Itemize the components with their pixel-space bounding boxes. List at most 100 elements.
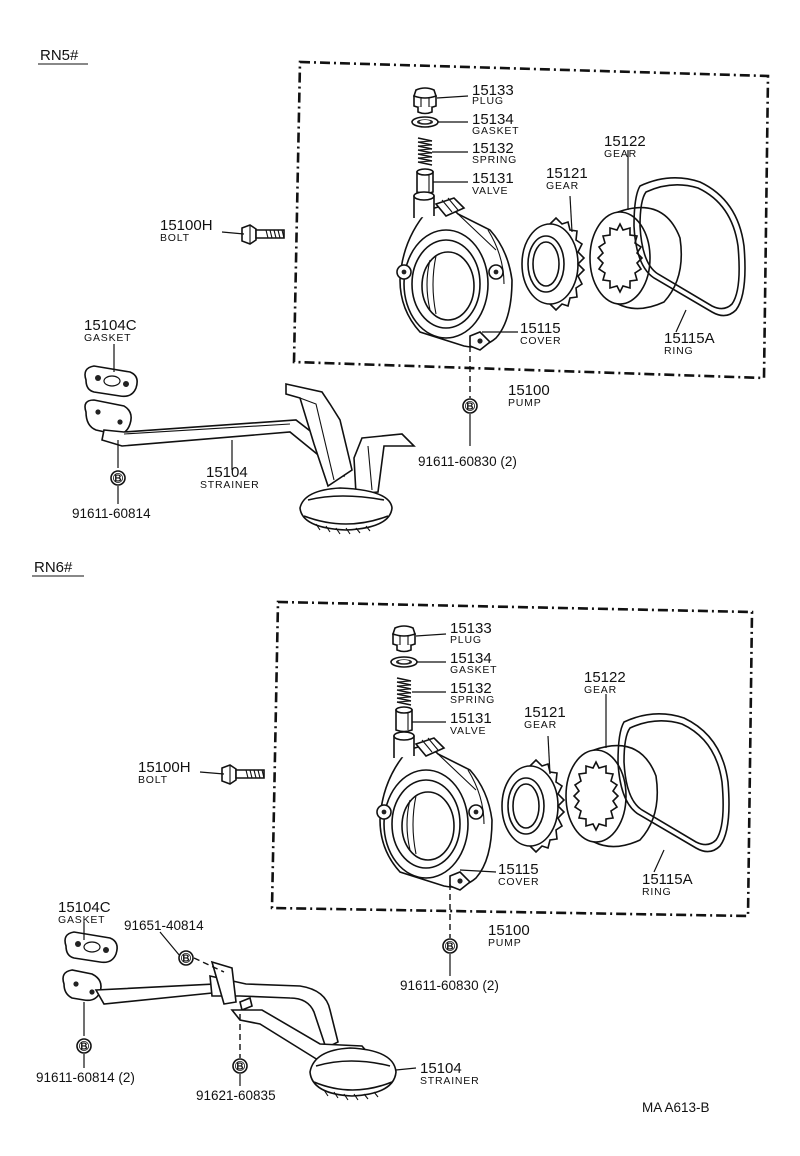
part-label-spring-rn5: 15132 SPRING bbox=[472, 140, 517, 166]
part-label-ring-rn6: 15115A RING bbox=[642, 871, 693, 898]
part-label-valve-rn6: 15131 VALVE bbox=[450, 710, 492, 737]
svg-text:15100H: 15100H bbox=[138, 759, 191, 776]
svg-text:15115: 15115 bbox=[520, 320, 561, 337]
svg-text:15122: 15122 bbox=[584, 669, 626, 686]
svg-text:PLUG: PLUG bbox=[450, 634, 482, 646]
svg-text:15115A: 15115A bbox=[664, 330, 715, 347]
part-label-gear-inner-rn5: 15121 GEAR bbox=[546, 165, 588, 192]
strainer-part-rn6 bbox=[62, 960, 397, 1101]
svg-text:STRAINER: STRAINER bbox=[420, 1075, 480, 1087]
pan-gasket-part-rn5 bbox=[84, 365, 138, 398]
gasket-washer-part-rn6 bbox=[390, 656, 418, 668]
svg-text:15121: 15121 bbox=[524, 704, 566, 721]
part-label-spring-rn6: 15132 SPRING bbox=[450, 680, 495, 706]
svg-text:SPRING: SPRING bbox=[450, 694, 495, 706]
svg-text:15100: 15100 bbox=[488, 922, 530, 939]
svg-text:STRAINER: STRAINER bbox=[200, 479, 260, 491]
part-label-ring-rn5: 15115A RING bbox=[664, 330, 715, 357]
fastener-label-pump-bolts-rn6: 91611-60830 (2) bbox=[400, 978, 499, 993]
svg-text:SPRING: SPRING bbox=[472, 154, 517, 166]
svg-text:15131: 15131 bbox=[450, 710, 492, 727]
svg-text:RING: RING bbox=[642, 886, 671, 898]
svg-text:GEAR: GEAR bbox=[584, 684, 617, 696]
svg-text:15104: 15104 bbox=[420, 1060, 462, 1077]
svg-text:VALVE: VALVE bbox=[450, 725, 486, 737]
spring-part-rn5 bbox=[417, 137, 433, 166]
part-label-gasket-rn5: 15134 GASKET bbox=[472, 111, 519, 137]
svg-text:15133: 15133 bbox=[450, 620, 492, 637]
gasket-washer-part-rn5 bbox=[411, 116, 439, 128]
part-label-cover-rn6: 15115 COVER bbox=[498, 861, 539, 888]
svg-text:GEAR: GEAR bbox=[604, 148, 637, 160]
drive-gear-part-rn5 bbox=[521, 217, 585, 311]
b-marker-letter: B bbox=[182, 954, 189, 965]
plug-part-rn5 bbox=[413, 87, 437, 115]
fastener-label-bracket-bolt-rn6: 91621-60835 bbox=[196, 1088, 276, 1103]
b-marker-letter: B bbox=[114, 474, 121, 485]
svg-text:BOLT: BOLT bbox=[138, 774, 168, 786]
part-label-gear-outer-rn5: 15122 GEAR bbox=[604, 133, 646, 160]
spring-part-rn6 bbox=[396, 677, 412, 706]
b-marker-letter: B bbox=[446, 942, 453, 953]
svg-text:15100: 15100 bbox=[508, 382, 550, 399]
b-marker-letter: B bbox=[466, 402, 473, 413]
svg-text:PUMP: PUMP bbox=[488, 937, 522, 949]
fastener-label-strainer-bolts-rn6: 91611-60814 (2) bbox=[36, 1070, 135, 1085]
valve-part-rn6 bbox=[395, 706, 413, 733]
svg-text:COVER: COVER bbox=[520, 335, 561, 347]
section-label-rn6: RN6# bbox=[34, 559, 73, 576]
fastener-label-stay-bolt-rn6: 91651-40814 bbox=[124, 918, 204, 933]
svg-text:15132: 15132 bbox=[450, 680, 492, 697]
pump-body-part-rn5 bbox=[396, 191, 513, 351]
part-label-pan-gasket-rn5: 15104C GASKET bbox=[84, 317, 137, 344]
fastener-label-strainer-bolt-rn5: 91611-60814 bbox=[72, 506, 151, 521]
b-marker-letter: B bbox=[80, 1042, 87, 1053]
pump-body-part-rn6 bbox=[376, 731, 493, 891]
part-label-cover-rn5: 15115 COVER bbox=[520, 320, 561, 347]
svg-text:15104C: 15104C bbox=[84, 317, 137, 334]
svg-text:GEAR: GEAR bbox=[546, 180, 579, 192]
svg-text:15115A: 15115A bbox=[642, 871, 693, 888]
svg-text:VALVE: VALVE bbox=[472, 185, 508, 197]
svg-text:COVER: COVER bbox=[498, 876, 539, 888]
svg-text:GASKET: GASKET bbox=[472, 125, 519, 137]
driven-gear-part-rn6 bbox=[565, 744, 659, 848]
driven-gear-part-rn5 bbox=[589, 206, 683, 310]
fastener-label-pump-bolts-rn5: 91611-60830 (2) bbox=[418, 454, 517, 469]
diagram-code: MA A613-B bbox=[642, 1100, 710, 1115]
bolt-part-rn6 bbox=[221, 764, 265, 785]
part-label-strainer-rn6: 15104 STRAINER bbox=[420, 1060, 480, 1087]
svg-text:BOLT: BOLT bbox=[160, 232, 190, 244]
svg-text:15104: 15104 bbox=[206, 464, 248, 481]
svg-text:15133: 15133 bbox=[472, 82, 514, 99]
svg-text:15134: 15134 bbox=[450, 650, 492, 667]
pump-assembly-box-rn5 bbox=[292, 60, 770, 380]
plug-part-rn6 bbox=[392, 625, 416, 653]
strainer-part-rn5 bbox=[84, 383, 416, 535]
svg-text:15121: 15121 bbox=[546, 165, 588, 182]
svg-text:15131: 15131 bbox=[472, 170, 514, 187]
drive-gear-part-rn6 bbox=[501, 759, 565, 853]
svg-text:GASKET: GASKET bbox=[84, 332, 131, 344]
svg-text:15104C: 15104C bbox=[58, 899, 111, 916]
b-marker-letter: B bbox=[236, 1062, 243, 1073]
svg-text:RING: RING bbox=[664, 345, 693, 357]
svg-text:15134: 15134 bbox=[472, 111, 514, 128]
part-label-strainer-rn5: 15104 STRAINER bbox=[200, 464, 260, 491]
part-label-pump-rn6: 15100 PUMP bbox=[488, 922, 530, 949]
pan-gasket-part-rn6 bbox=[64, 931, 118, 964]
svg-text:GEAR: GEAR bbox=[524, 719, 557, 731]
part-label-bolt-rn6: 15100H BOLT bbox=[138, 759, 191, 786]
part-label-pump-rn5: 15100 PUMP bbox=[508, 382, 550, 409]
svg-text:PUMP: PUMP bbox=[508, 397, 542, 409]
svg-text:15115: 15115 bbox=[498, 861, 539, 878]
svg-text:15122: 15122 bbox=[604, 133, 646, 150]
valve-part-rn5 bbox=[416, 168, 434, 195]
svg-text:PLUG: PLUG bbox=[472, 95, 504, 107]
part-label-plug-rn6: 15133 PLUG bbox=[450, 620, 492, 646]
svg-text:GASKET: GASKET bbox=[58, 914, 105, 926]
svg-text:GASKET: GASKET bbox=[450, 664, 497, 676]
svg-text:15100H: 15100H bbox=[160, 217, 213, 234]
part-label-gear-inner-rn6: 15121 GEAR bbox=[524, 704, 566, 731]
